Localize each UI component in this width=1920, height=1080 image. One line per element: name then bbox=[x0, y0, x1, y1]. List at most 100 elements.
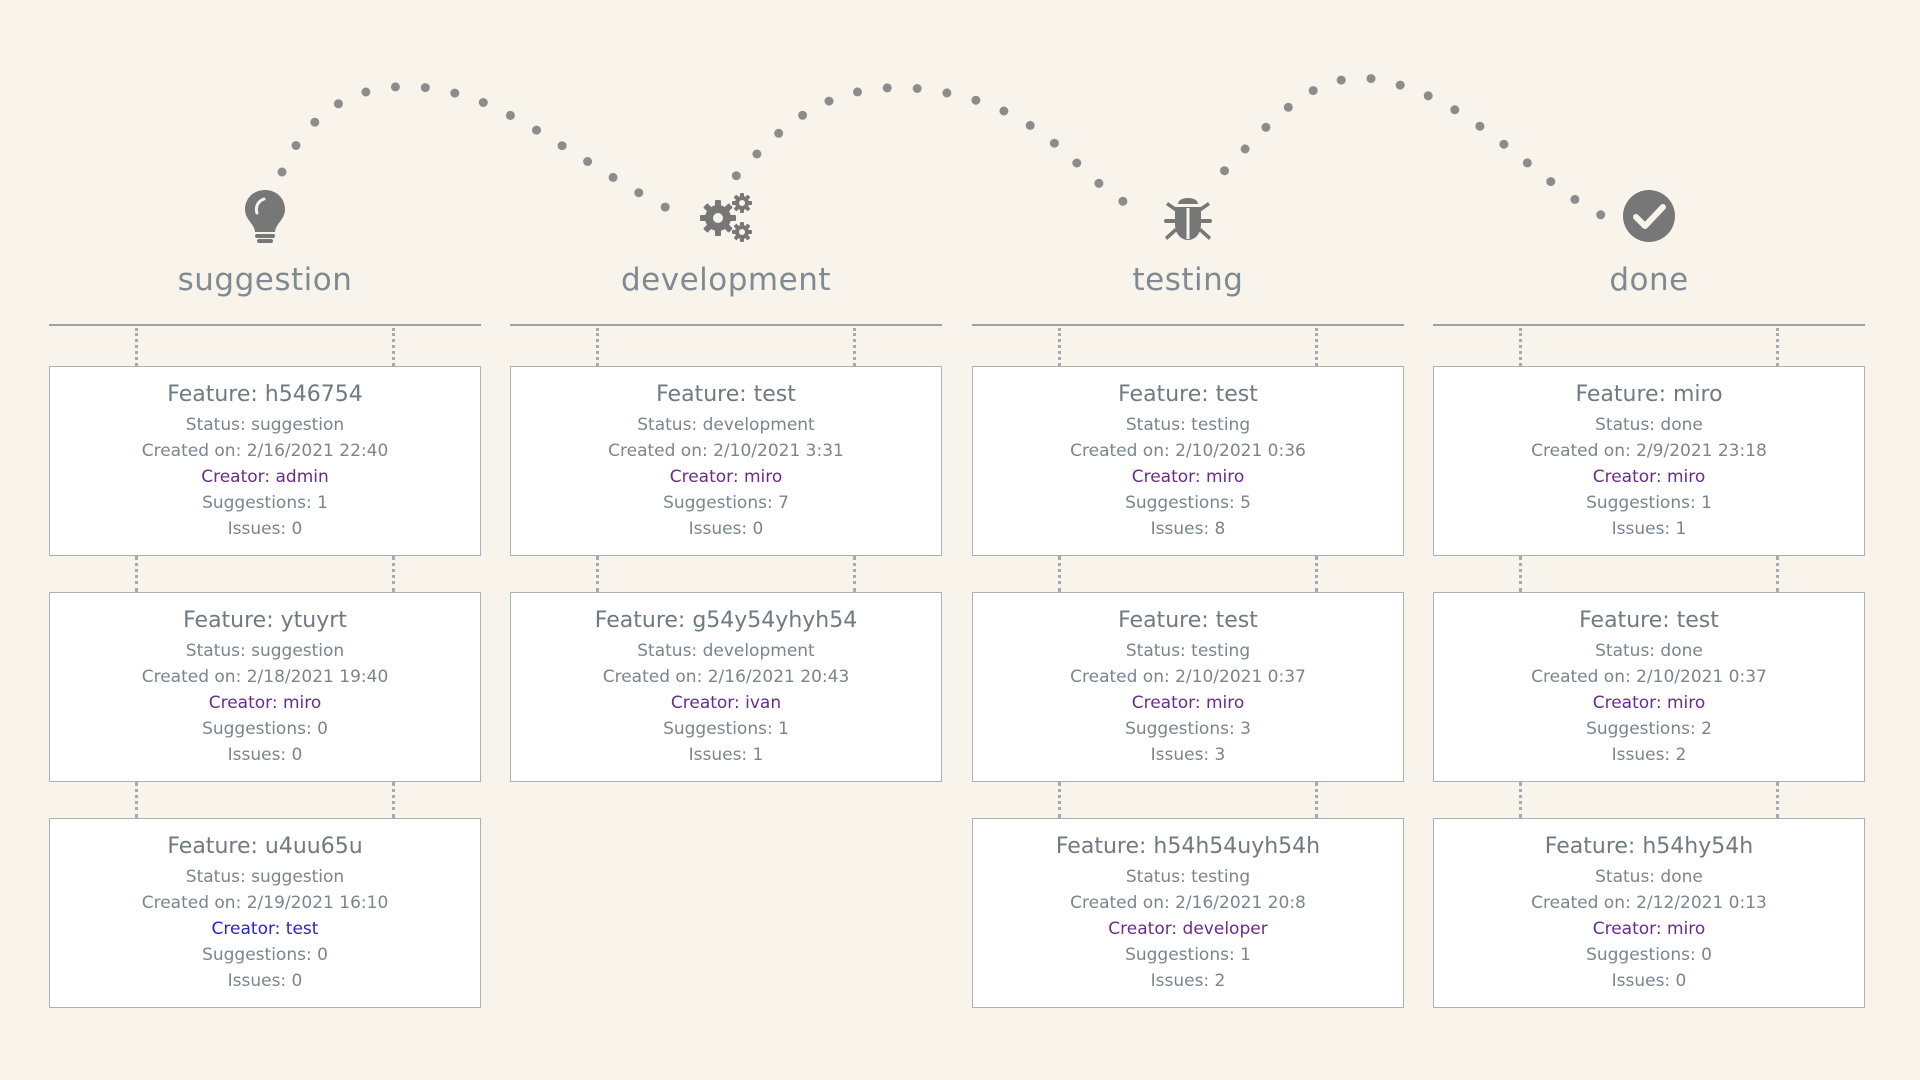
card-connector bbox=[1776, 556, 1779, 592]
feature-card[interactable]: Feature: h546754 Status: suggestion Crea… bbox=[49, 366, 481, 556]
path-dot bbox=[583, 157, 593, 166]
column-divider bbox=[510, 324, 942, 326]
feature-status: Status: testing bbox=[1125, 641, 1251, 661]
path-dot bbox=[853, 87, 862, 97]
path-dot bbox=[1570, 194, 1580, 204]
feature-title: Feature: test bbox=[656, 382, 796, 407]
feature-card[interactable]: Feature: test Status: testing Created on… bbox=[972, 366, 1404, 556]
card-connector bbox=[1776, 328, 1779, 366]
column-title: testing bbox=[1132, 262, 1244, 298]
feature-created: Created on: 2/16/2021 20:43 bbox=[602, 667, 850, 687]
path-dot bbox=[798, 110, 808, 120]
card-connector bbox=[596, 328, 599, 366]
feature-suggestions: Suggestions: 1 bbox=[1586, 493, 1712, 513]
feature-created: Created on: 2/10/2021 0:36 bbox=[1070, 441, 1306, 461]
path-dot bbox=[1240, 144, 1250, 154]
feature-title: Feature: h546754 bbox=[167, 382, 363, 407]
card-connector bbox=[596, 556, 599, 592]
feature-status: Status: testing bbox=[1125, 415, 1251, 435]
feature-card[interactable]: Feature: miro Status: done Created on: 2… bbox=[1433, 366, 1865, 556]
card-connector bbox=[853, 556, 856, 592]
path-dot bbox=[1118, 196, 1128, 206]
feature-card[interactable]: Feature: test Status: development Create… bbox=[510, 366, 942, 556]
feature-created: Created on: 2/9/2021 23:18 bbox=[1531, 441, 1767, 461]
feature-title: Feature: test bbox=[1579, 608, 1719, 633]
feature-card[interactable]: Feature: g54y54yhyh54 Status: developmen… bbox=[510, 592, 942, 782]
feature-title: Feature: test bbox=[1118, 608, 1258, 633]
bug-icon bbox=[1158, 186, 1218, 246]
card-connector bbox=[135, 328, 138, 366]
path-dot bbox=[731, 171, 741, 181]
path-dot bbox=[420, 83, 430, 93]
path-dot bbox=[1546, 177, 1556, 187]
feature-status: Status: done bbox=[1595, 415, 1703, 435]
feature-suggestions: Suggestions: 2 bbox=[1586, 719, 1712, 739]
feature-card[interactable]: Feature: h54hy54h Status: done Created o… bbox=[1433, 818, 1865, 1008]
feature-created: Created on: 2/18/2021 19:40 bbox=[141, 667, 389, 687]
path-dot bbox=[1522, 158, 1532, 168]
feature-issues: Issues: 0 bbox=[227, 519, 303, 539]
path-dot bbox=[1596, 210, 1606, 220]
path-dot bbox=[1072, 158, 1082, 168]
feature-status: Status: development bbox=[637, 641, 815, 661]
feature-creator: Creator: miro bbox=[1131, 693, 1245, 713]
card-connector bbox=[1315, 556, 1318, 592]
feature-card[interactable]: Feature: ytuyrt Status: suggestion Creat… bbox=[49, 592, 481, 782]
feature-title: Feature: h54h54uyh54h bbox=[1055, 834, 1321, 859]
feature-created: Created on: 2/16/2021 22:40 bbox=[141, 441, 389, 461]
feature-created: Created on: 2/16/2021 20:8 bbox=[1070, 893, 1306, 913]
path-dot bbox=[1025, 120, 1035, 130]
card-connector bbox=[135, 782, 138, 818]
card-connector bbox=[392, 782, 395, 818]
card-connector bbox=[392, 328, 395, 366]
feature-creator: Creator: miro bbox=[669, 467, 783, 487]
path-dot bbox=[1336, 75, 1346, 85]
path-dot bbox=[1475, 121, 1485, 131]
feature-created: Created on: 2/10/2021 0:37 bbox=[1531, 667, 1767, 687]
feature-issues: Issues: 0 bbox=[227, 745, 303, 765]
feature-issues: Issues: 0 bbox=[1611, 971, 1687, 991]
feature-suggestions: Suggestions: 3 bbox=[1125, 719, 1251, 739]
card-connector bbox=[853, 328, 856, 366]
feature-issues: Issues: 0 bbox=[227, 971, 303, 991]
feature-issues: Issues: 3 bbox=[1150, 745, 1226, 765]
feature-creator: Creator: miro bbox=[1131, 467, 1245, 487]
feature-issues: Issues: 8 bbox=[1150, 519, 1226, 539]
card-connector bbox=[1315, 782, 1318, 818]
feature-title: Feature: miro bbox=[1575, 382, 1723, 407]
feature-created: Created on: 2/12/2021 0:13 bbox=[1531, 893, 1767, 913]
feature-issues: Issues: 2 bbox=[1150, 971, 1226, 991]
path-dot bbox=[942, 88, 952, 98]
feature-card[interactable]: Feature: test Status: testing Created on… bbox=[972, 592, 1404, 782]
feature-issues: Issues: 0 bbox=[688, 519, 764, 539]
path-dot bbox=[999, 106, 1009, 116]
column-title: development bbox=[621, 262, 831, 298]
path-dot bbox=[1308, 86, 1318, 96]
feature-created: Created on: 2/19/2021 16:10 bbox=[141, 893, 389, 913]
path-dot bbox=[634, 188, 644, 198]
feature-suggestions: Suggestions: 1 bbox=[1125, 945, 1251, 965]
path-dot bbox=[774, 128, 784, 138]
path-dot bbox=[752, 149, 762, 159]
path-dot bbox=[912, 84, 922, 93]
feature-card[interactable]: Feature: h54h54uyh54h Status: testing Cr… bbox=[972, 818, 1404, 1008]
feature-title: Feature: test bbox=[1118, 382, 1258, 407]
column-divider bbox=[972, 324, 1404, 326]
feature-card[interactable]: Feature: u4uu65u Status: suggestion Crea… bbox=[49, 818, 481, 1008]
feature-card[interactable]: Feature: test Status: done Created on: 2… bbox=[1433, 592, 1865, 782]
feature-creator: Creator: miro bbox=[208, 693, 322, 713]
feature-creator: Creator: ivan bbox=[670, 693, 782, 713]
card-connector bbox=[1058, 328, 1061, 366]
feature-status: Status: suggestion bbox=[185, 415, 345, 435]
card-connector bbox=[1058, 556, 1061, 592]
feature-created: Created on: 2/10/2021 0:37 bbox=[1070, 667, 1306, 687]
column-divider bbox=[1433, 324, 1865, 326]
path-dot bbox=[291, 141, 301, 150]
path-dot bbox=[824, 96, 834, 106]
path-dot bbox=[1094, 178, 1104, 188]
path-dot bbox=[1283, 102, 1293, 112]
card-connector bbox=[1519, 782, 1522, 818]
feature-suggestions: Suggestions: 5 bbox=[1125, 493, 1251, 513]
path-dot bbox=[1499, 139, 1509, 149]
gears-icon bbox=[696, 186, 756, 246]
